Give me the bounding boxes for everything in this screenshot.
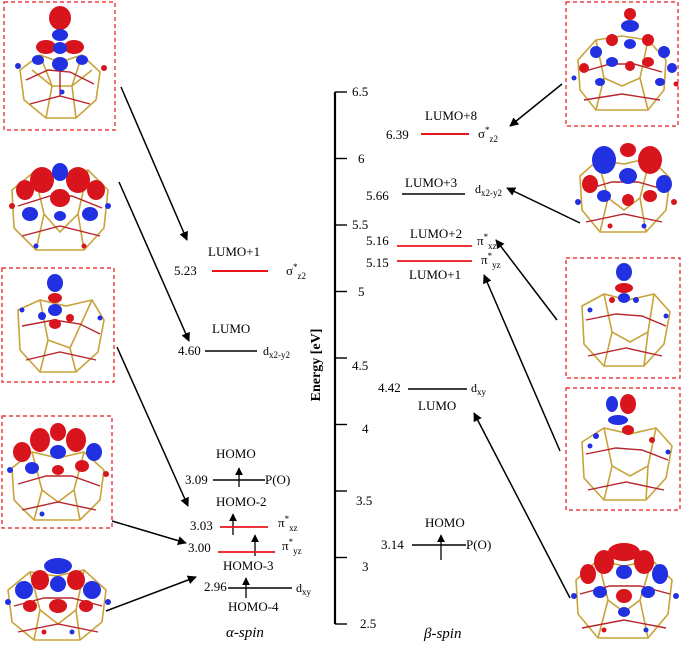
orbital-image-beta-lumo-plus-1 — [565, 387, 681, 511]
level-name: HOMO-2 — [216, 494, 267, 509]
tick-label: 4 — [362, 421, 369, 436]
alpha-level-homo-3: 3.00 π*yz HOMO-3 — [188, 534, 302, 573]
beta-level-lumo-plus-2: LUMO+2 5.16 π*xz — [366, 226, 497, 251]
level-name: HOMO — [425, 515, 465, 530]
orbital-image-beta-lumo-plus-3 — [575, 143, 677, 233]
orbital-image-alpha-homo-2-3 — [1, 415, 113, 529]
tick-label: 6.5 — [352, 84, 368, 99]
orbital-label: P(O) — [466, 537, 491, 552]
alpha-level-homo-4: 2.96 dxy HOMO-4 — [204, 577, 312, 614]
tick-label: 4.5 — [352, 358, 368, 373]
level-energy: 3.03 — [190, 518, 213, 533]
arrow-to-beta-lumo-plus-3 — [506, 187, 581, 224]
tick-label: 6 — [358, 151, 365, 166]
level-name: HOMO-3 — [223, 558, 274, 573]
arrow-to-beta-lumo-plus-1 — [483, 274, 561, 452]
orbital-label: dxy — [296, 581, 312, 597]
alpha-level-homo-2: HOMO-2 3.03 π*xz — [190, 494, 298, 535]
level-energy: 5.15 — [366, 255, 389, 270]
level-energy: 3.00 — [188, 540, 211, 555]
alpha-spin-column: α-spin LUMO+1 5.23 σ*z2 LUMO 4.60 dx2-y2… — [174, 244, 312, 641]
orbital-image-alpha-lumo-plus-1 — [3, 1, 116, 131]
level-name: LUMO — [418, 398, 456, 413]
level-name: LUMO+2 — [410, 226, 462, 241]
level-energy: 3.14 — [381, 537, 404, 552]
beta-level-lumo-plus-3: LUMO+3 5.66 dx2-y2 — [366, 175, 502, 203]
alpha-level-homo: HOMO 3.09 P(O) — [185, 446, 290, 487]
beta-level-lumo: 4.42 dxy LUMO — [378, 380, 487, 413]
beta-level-lumo-plus-8: LUMO+8 6.39 σ*z2 — [386, 108, 498, 144]
arrow-to-alpha-lumo-plus-1 — [120, 86, 188, 241]
orbital-label: π*yz — [282, 537, 302, 556]
level-energy: 6.39 — [386, 127, 409, 142]
beta-level-lumo-plus-1: 5.15 π*yz LUMO+1 — [366, 251, 501, 282]
axis-label: Energy [eV] — [309, 329, 324, 402]
tick-label: 2.5 — [360, 616, 376, 631]
arrow-to-alpha-lumo — [118, 181, 190, 342]
orbital-image-alpha-homo-4 — [5, 558, 111, 641]
tick-label: 5 — [358, 284, 365, 299]
beta-level-homo: HOMO 3.14 P(O) — [381, 515, 491, 560]
level-energy: 5.23 — [174, 263, 197, 278]
orbital-image-alpha-lumo — [9, 163, 111, 251]
orbital-label: dxy — [471, 381, 487, 397]
level-name: LUMO+1 — [409, 267, 461, 282]
beta-spin-title: β-spin — [423, 626, 461, 642]
level-name: HOMO-4 — [228, 599, 279, 614]
alpha-level-lumo-plus-1: LUMO+1 5.23 σ*z2 — [174, 244, 306, 281]
axis-ticks: 6.5 6 5.5 5 4.5 4 3.5 3 2.5 — [335, 84, 376, 631]
tick-label: 3 — [362, 559, 369, 574]
orbital-image-beta-lumo-plus-2 — [565, 257, 681, 379]
orbital-label: σ*z2 — [478, 125, 498, 144]
orbital-label: π*xz — [278, 514, 298, 533]
orbital-label: P(O) — [265, 472, 290, 487]
pointer-arrows — [105, 83, 581, 612]
level-energy: 5.16 — [366, 233, 389, 248]
alpha-level-lumo: LUMO 4.60 dx2-y2 — [178, 321, 290, 360]
level-name: LUMO — [212, 321, 250, 336]
level-energy: 3.09 — [185, 472, 208, 487]
level-name: LUMO+3 — [405, 175, 457, 190]
orbital-label: π*xz — [477, 232, 497, 251]
arrow-to-beta-lumo-plus-2 — [495, 239, 558, 321]
beta-spin-column: β-spin LUMO+8 6.39 σ*z2 LUMO+3 5.66 dx2-… — [366, 108, 502, 642]
alpha-spin-title: α-spin — [226, 625, 264, 641]
arrow-to-alpha-homo — [116, 346, 189, 507]
arrow-to-beta-lumo — [473, 412, 571, 599]
tick-label: 3.5 — [356, 493, 372, 508]
orbital-image-beta-lumo — [571, 543, 679, 639]
level-name: LUMO+1 — [208, 244, 260, 259]
arrow-to-beta-lumo-plus-8 — [509, 83, 563, 127]
level-energy: 4.60 — [178, 343, 201, 358]
orbital-image-beta-lumo-plus-8 — [565, 1, 679, 127]
level-energy: 5.66 — [366, 188, 389, 203]
orbital-label: dx2-y2 — [263, 344, 290, 360]
level-name: HOMO — [216, 446, 256, 461]
orbital-label: σ*z2 — [286, 262, 306, 281]
orbital-label: dx2-y2 — [475, 182, 502, 198]
tick-label: 5.5 — [352, 217, 368, 232]
level-energy: 2.96 — [204, 579, 227, 594]
level-name: LUMO+8 — [425, 108, 477, 123]
arrow-to-alpha-homo-2-3 — [111, 520, 187, 546]
arrow-to-alpha-homo-4 — [105, 575, 197, 612]
orbital-image-alpha-homo — [1, 267, 115, 383]
orbital-label: π*yz — [481, 251, 501, 270]
level-energy: 4.42 — [378, 380, 401, 395]
energy-axis: 6.5 6 5.5 5 4.5 4 3.5 3 2.5 Energy [eV] — [309, 84, 376, 631]
